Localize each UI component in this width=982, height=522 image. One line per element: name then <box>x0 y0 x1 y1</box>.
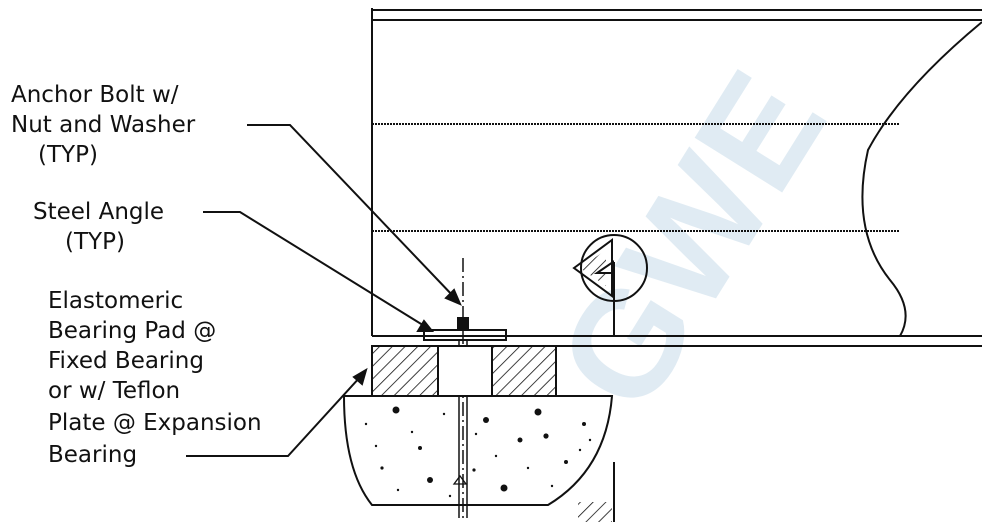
leader-lines <box>186 124 462 457</box>
bearing-pad-line-5: Plate @ Expansion <box>48 410 262 436</box>
anchor-bolt-line-2: Nut and Washer <box>11 112 196 138</box>
watermark-text: GWE <box>525 44 857 437</box>
anchor-bolt-line-1: Anchor Bolt w/ <box>11 82 179 108</box>
bearing-pad-line-1: Elastomeric <box>48 288 183 314</box>
bearing-pad-arrowhead <box>352 367 368 386</box>
concrete-stipple <box>364 406 592 498</box>
anchor-bolt-leader <box>247 124 456 299</box>
steel-angle-line-1: Steel Angle <box>33 199 164 225</box>
steel-angle-leader <box>203 211 427 328</box>
steel-angle-line-2: (TYP) <box>65 229 125 255</box>
anchor-nut <box>457 317 469 331</box>
bearing-pad-line-3: Fixed Bearing <box>48 348 204 374</box>
label-bearing-pad: Elastomeric Bearing Pad @ Fixed Bearing … <box>48 288 262 468</box>
concrete-abutment <box>342 395 615 522</box>
abutment-outline <box>342 395 614 506</box>
anchor-bolt-line-3: (TYP) <box>38 142 98 168</box>
bearing-pad-hole <box>437 345 493 397</box>
bearing-pad-leader <box>186 375 362 457</box>
bearing-pad-line-6: Bearing <box>48 442 137 468</box>
anchor-bolt-arrowhead <box>444 288 462 306</box>
watermark: GWE <box>525 44 857 437</box>
weld-arrow-fill <box>580 250 606 286</box>
steel-angle-arrowhead <box>416 319 435 332</box>
weld-symbol <box>572 234 648 302</box>
girder-break-line <box>861 21 982 337</box>
weld-triangle <box>593 260 614 274</box>
bearing-pad-right <box>491 345 557 397</box>
label-steel-angle: Steel Angle (TYP) <box>33 199 164 255</box>
bearing-pad-left <box>371 345 439 397</box>
label-anchor-bolt: Anchor Bolt w/ Nut and Washer (TYP) <box>11 82 196 168</box>
bearing-pad <box>371 345 557 397</box>
abutment-lower-hatch <box>578 502 612 522</box>
bearing-pad-line-2: Bearing Pad @ <box>48 318 216 344</box>
bearing-pad-line-4: or w/ Teflon <box>48 378 180 404</box>
